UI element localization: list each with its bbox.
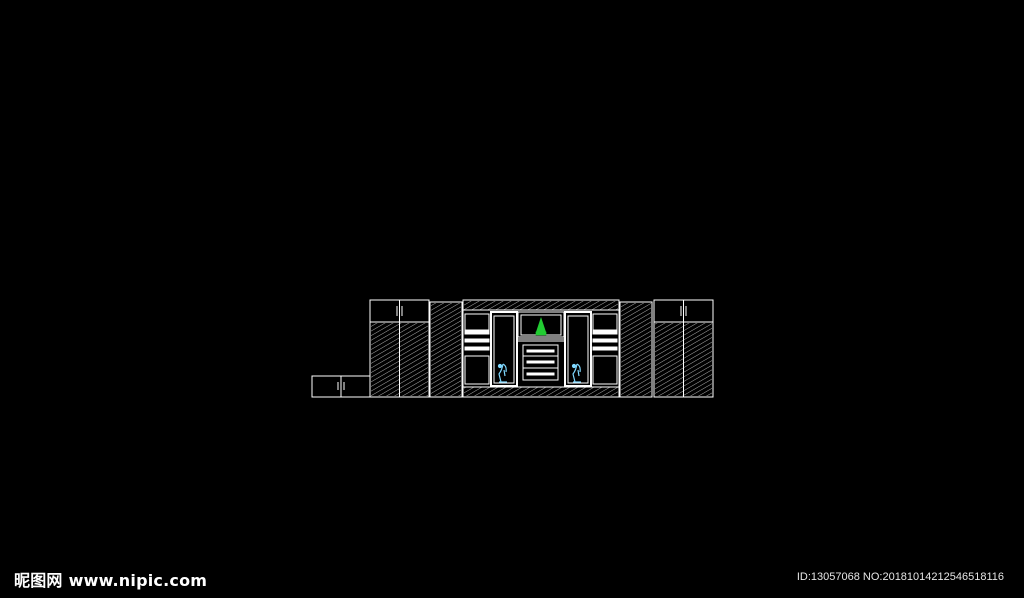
watermark-id: ID:13057068 NO:20181014212546518116 (796, 571, 1004, 583)
watermark-url: www.nipic.com (68, 571, 208, 590)
right-hatched-panel (619, 301, 653, 398)
plant-icon (535, 317, 547, 336)
left-wardrobe (369, 299, 430, 398)
drawer-stack (522, 344, 559, 381)
left-glass-niche (490, 311, 518, 387)
right-wardrobe (653, 299, 714, 398)
center-unit (462, 299, 620, 398)
watermark-brand: 昵图网 (14, 571, 63, 590)
right-glass-niche (564, 311, 592, 387)
low-side-cabinet (311, 375, 371, 398)
vase-icon-right (571, 363, 581, 383)
left-hatched-panel (429, 301, 463, 398)
vase-icon-left (497, 363, 507, 383)
left-shelf-column (464, 313, 490, 385)
right-shelf-column (592, 313, 618, 385)
nipic-watermark: 昵图网 www.nipic.com (14, 567, 207, 591)
